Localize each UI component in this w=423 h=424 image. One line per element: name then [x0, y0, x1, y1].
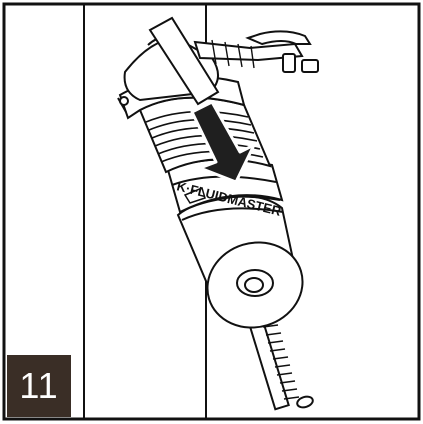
direction-arrow — [190, 100, 256, 184]
float-arm — [193, 30, 319, 73]
installation-tool — [148, 16, 220, 106]
valve-cylinder — [176, 195, 304, 329]
coupling-nut — [166, 158, 284, 214]
step-number-badge: 11 — [7, 355, 71, 417]
